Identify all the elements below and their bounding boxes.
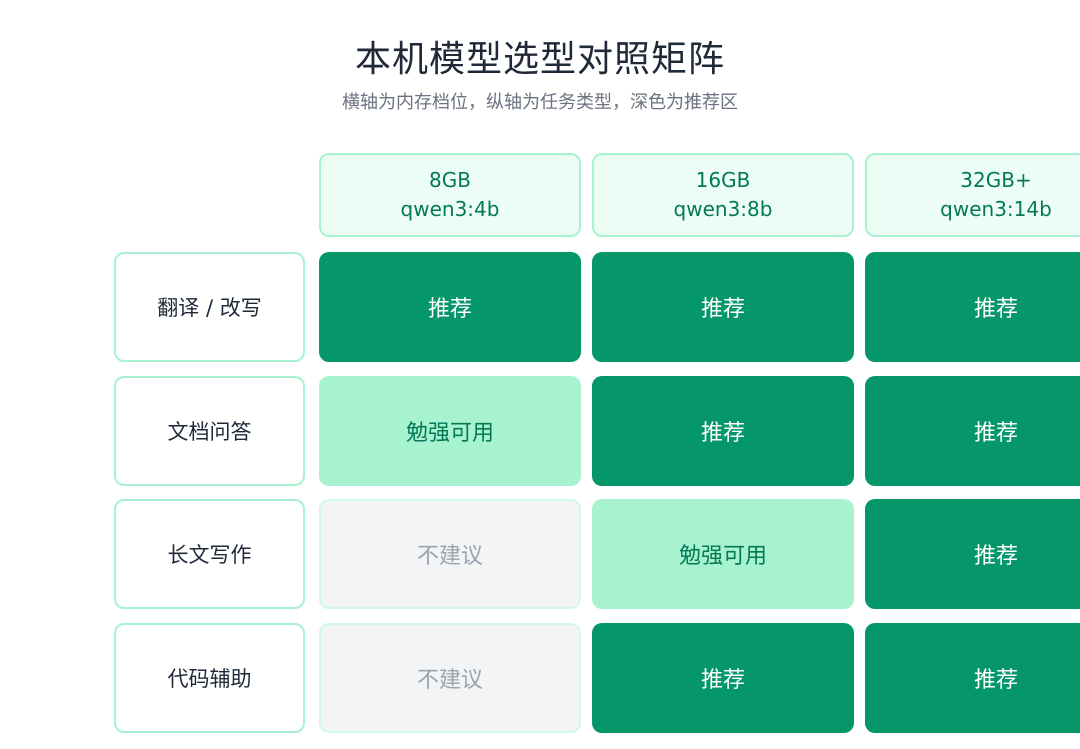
- matrix-cell-recommended: 推荐: [865, 499, 1080, 609]
- matrix-cell-recommended: 推荐: [319, 252, 581, 362]
- column-model-label: qwen3:4b: [400, 197, 500, 221]
- column-memory-label: 32GB+: [960, 168, 1032, 192]
- row-header-long-writing: 长文写作: [114, 499, 305, 609]
- matrix-cell-recommended: 推荐: [592, 623, 854, 733]
- matrix-cell-recommended: 推荐: [865, 252, 1080, 362]
- column-memory-label: 8GB: [429, 168, 471, 192]
- matrix-cell-usable: 勉强可用: [319, 376, 581, 486]
- column-memory-label: 16GB: [695, 168, 751, 192]
- matrix-cell-recommended: 推荐: [865, 376, 1080, 486]
- row-header-doc-qa: 文档问答: [114, 376, 305, 486]
- matrix-cell-recommended: 推荐: [865, 623, 1080, 733]
- page-subtitle: 横轴为内存档位，纵轴为任务类型，深色为推荐区: [342, 92, 738, 113]
- column-header-32gb: 32GB+ qwen3:14b: [865, 153, 1080, 237]
- column-header-8gb: 8GB qwen3:4b: [319, 153, 581, 237]
- column-model-label: qwen3:14b: [940, 197, 1052, 221]
- matrix-cell-recommended: 推荐: [592, 252, 854, 362]
- matrix-cell-not-recommended: 不建议: [319, 623, 581, 733]
- row-header-code-assist: 代码辅助: [114, 623, 305, 733]
- matrix-cell-recommended: 推荐: [592, 376, 854, 486]
- matrix-cell-not-recommended: 不建议: [319, 499, 581, 609]
- matrix-cell-usable: 勉强可用: [592, 499, 854, 609]
- page-title: 本机模型选型对照矩阵: [354, 39, 725, 80]
- row-header-translate: 翻译 / 改写: [114, 252, 305, 362]
- column-model-label: qwen3:8b: [673, 197, 773, 221]
- column-header-16gb: 16GB qwen3:8b: [592, 153, 854, 237]
